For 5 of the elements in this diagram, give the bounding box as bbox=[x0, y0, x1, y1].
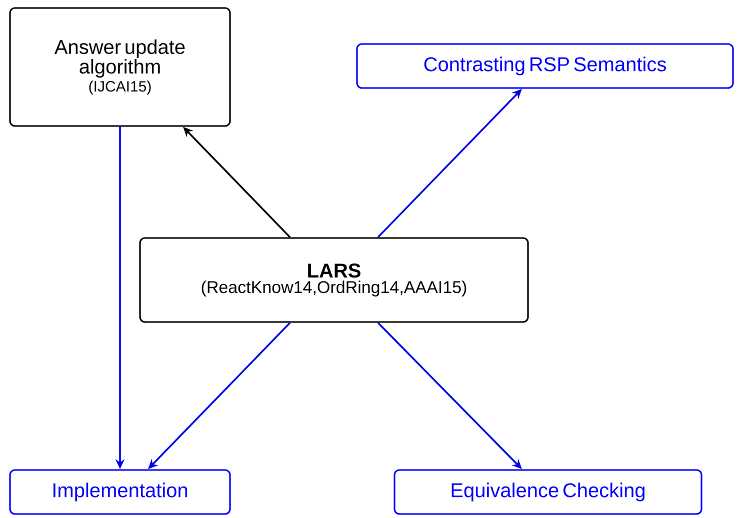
process-box: LARS (ReactKnow14,OrdRing14,AAAI15) bbox=[139, 237, 529, 323]
process-box: Contrasting RSP Semantics bbox=[356, 43, 734, 89]
process-box: Equivalence Checking bbox=[394, 469, 702, 515]
process-box: Implementation bbox=[9, 469, 231, 515]
process-box: Answer update algorithm (IJCAI15) bbox=[9, 7, 231, 127]
